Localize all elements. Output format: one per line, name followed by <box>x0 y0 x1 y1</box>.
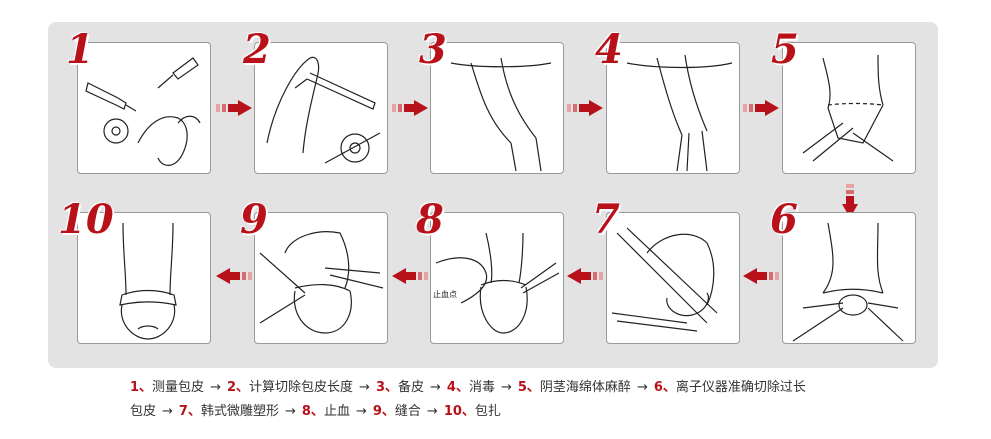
step-5-figure <box>782 42 916 174</box>
arrow-right-icon <box>743 100 779 116</box>
caption-line-2: 包皮→7、韩式微雕塑形→8、止血→9、缝合→10、包扎 <box>130 404 501 419</box>
step-9-number: 9 <box>240 196 268 243</box>
step-6-number: 6 <box>770 196 798 243</box>
step-7-figure <box>606 212 740 344</box>
step-8-tag: 止血点 <box>433 290 457 299</box>
step-4-number: 4 <box>595 26 623 73</box>
step-1-number: 1 <box>66 26 94 73</box>
caption-line-1: 1、测量包皮→2、计算切除包皮长度→3、备皮→4、消毒→5、阴茎海绵体麻醉→6、… <box>130 380 806 395</box>
step-8-figure: 止血点 <box>430 212 564 344</box>
step-3-figure <box>430 42 564 174</box>
arrow-left-icon <box>567 268 603 284</box>
step-10-number: 10 <box>58 196 114 243</box>
step-3-number: 3 <box>419 26 447 73</box>
arrow-left-icon <box>216 268 252 284</box>
arrow-right-icon <box>392 100 428 116</box>
arrow-left-icon <box>743 268 779 284</box>
step-9-figure <box>254 212 388 344</box>
arrow-right-icon <box>567 100 603 116</box>
step-2-number: 2 <box>243 26 271 73</box>
step-10-figure <box>77 212 211 344</box>
step-5-number: 5 <box>771 26 799 73</box>
step-6-figure <box>782 212 916 344</box>
step-2-figure <box>254 42 388 174</box>
steps-caption: 1、测量包皮→2、计算切除包皮长度→3、备皮→4、消毒→5、阴茎海绵体麻醉→6、… <box>130 376 930 424</box>
arrow-right-icon <box>216 100 252 116</box>
step-7-number: 7 <box>592 196 620 243</box>
step-1-figure <box>77 42 211 174</box>
arrow-down-icon <box>842 184 858 218</box>
step-8-number: 8 <box>416 196 444 243</box>
arrow-left-icon <box>392 268 428 284</box>
step-4-figure <box>606 42 740 174</box>
